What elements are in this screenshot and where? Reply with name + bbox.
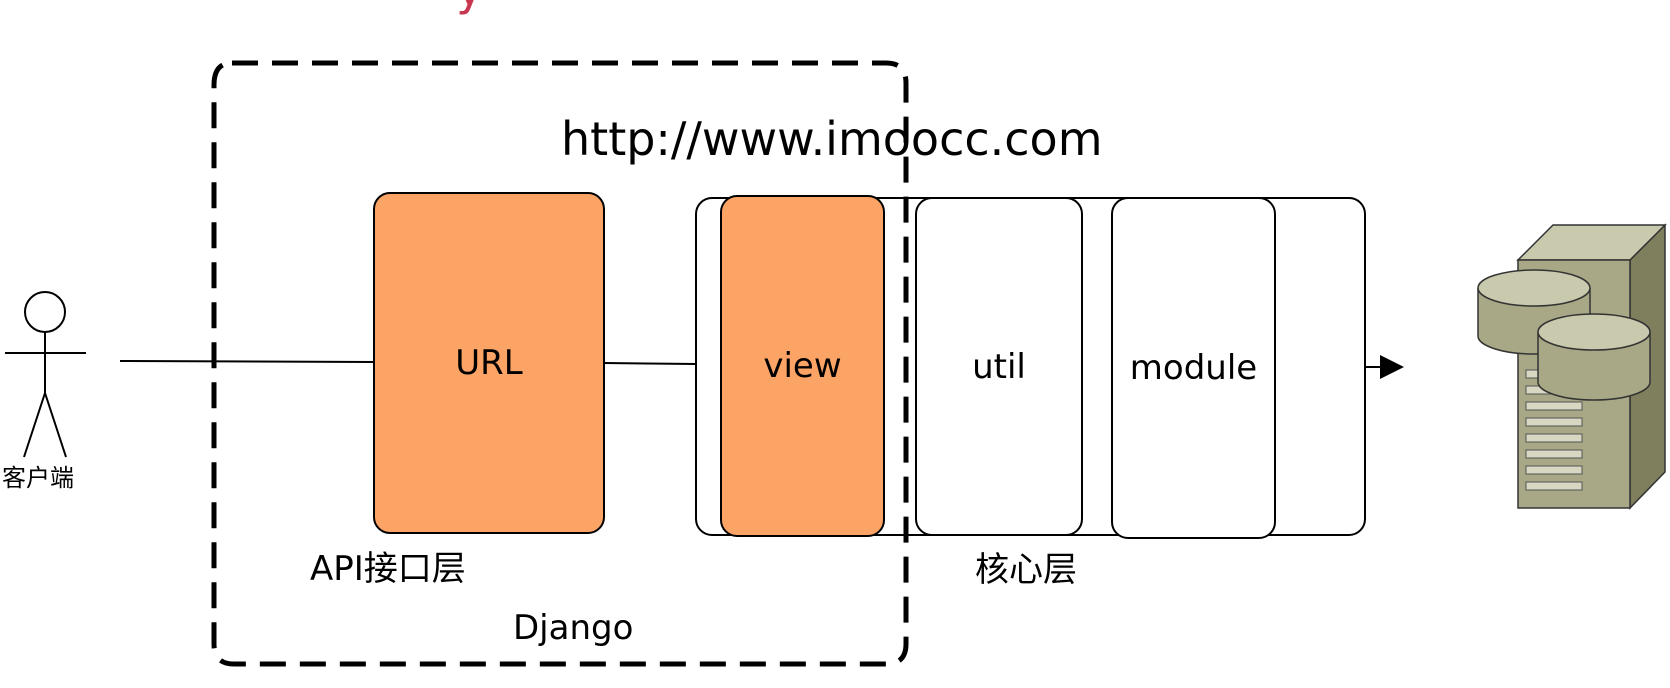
django-boundary — [211, 60, 909, 667]
watermark-url: http://www.imoocc.com — [561, 112, 1103, 166]
core-layer-label: 核心层 — [975, 550, 1077, 590]
api-layer-label: API接口层 — [310, 549, 466, 589]
client-label: 客户端 — [2, 464, 74, 492]
client-to-url-connector — [119, 360, 375, 363]
url-label: URL — [455, 343, 523, 383]
database-server-icon — [1477, 223, 1667, 510]
module-box — [1111, 197, 1276, 539]
view-box — [720, 195, 885, 537]
url-to-core-connector — [603, 362, 697, 365]
module-label: module — [1129, 348, 1258, 388]
util-box — [915, 197, 1083, 536]
view-label: view — [763, 346, 842, 386]
title-fragment: y — [456, 0, 496, 12]
user-actor-icon — [5, 291, 86, 458]
util-label: util — [972, 346, 1026, 387]
django-label: Django — [513, 608, 634, 648]
